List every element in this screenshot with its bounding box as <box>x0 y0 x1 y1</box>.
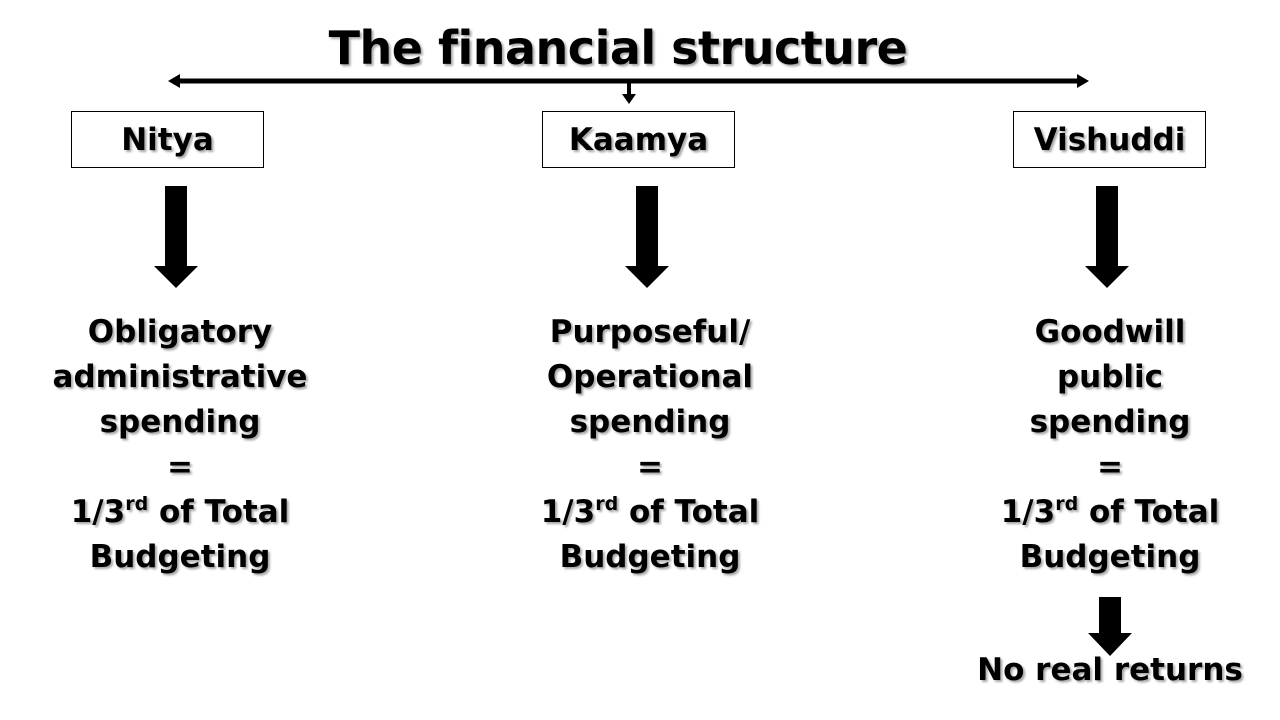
equals-sign: = <box>1097 449 1123 485</box>
description-line: Obligatory <box>87 314 273 350</box>
equals-sign: = <box>637 449 663 485</box>
description-line: spending <box>99 404 261 440</box>
equals-sign: = <box>167 449 193 485</box>
budget-share: 1/3rd of Total <box>70 493 290 530</box>
description-line: spending <box>1029 404 1191 440</box>
no-real-returns-note: No real returns <box>977 652 1243 688</box>
kaamya-box: Kaamya <box>542 111 735 168</box>
nitya-description: Obligatory administrative spending = 1/3… <box>30 310 330 580</box>
vishuddi-box: Vishuddi <box>1013 111 1206 168</box>
description-line: Goodwill <box>1034 314 1186 350</box>
kaamya-description: Purposeful/ Operational spending = 1/3rd… <box>500 310 800 580</box>
connector-right-arrowhead <box>1077 74 1089 88</box>
vishuddi-down-arrow <box>1085 186 1129 288</box>
budget-share-line2: Budgeting <box>89 539 271 575</box>
budget-share: 1/3rd of Total <box>540 493 760 530</box>
kaamya-down-arrow <box>625 186 669 288</box>
connector-left-arrowhead <box>168 74 180 88</box>
center-down-arrowhead <box>622 94 636 104</box>
vishuddi-label: Vishuddi <box>1033 121 1186 158</box>
description-line: spending <box>569 404 731 440</box>
description-line: public <box>1056 359 1164 395</box>
description-line: administrative <box>52 359 308 395</box>
vishuddi-description: Goodwill public spending = 1/3rd of Tota… <box>960 310 1260 580</box>
budget-share: 1/3rd of Total <box>1000 493 1220 530</box>
kaamya-label: Kaamya <box>568 121 709 158</box>
diagram-title: The financial structure <box>328 21 908 75</box>
nitya-box: Nitya <box>71 111 264 168</box>
nitya-down-arrow <box>154 186 198 288</box>
budget-share-line2: Budgeting <box>559 539 741 575</box>
nitya-label: Nitya <box>121 121 214 158</box>
description-line: Operational <box>546 359 754 395</box>
vishuddi-note-arrow <box>1088 597 1132 656</box>
budget-share-line2: Budgeting <box>1019 539 1201 575</box>
description-line: Purposeful/ <box>549 314 751 350</box>
